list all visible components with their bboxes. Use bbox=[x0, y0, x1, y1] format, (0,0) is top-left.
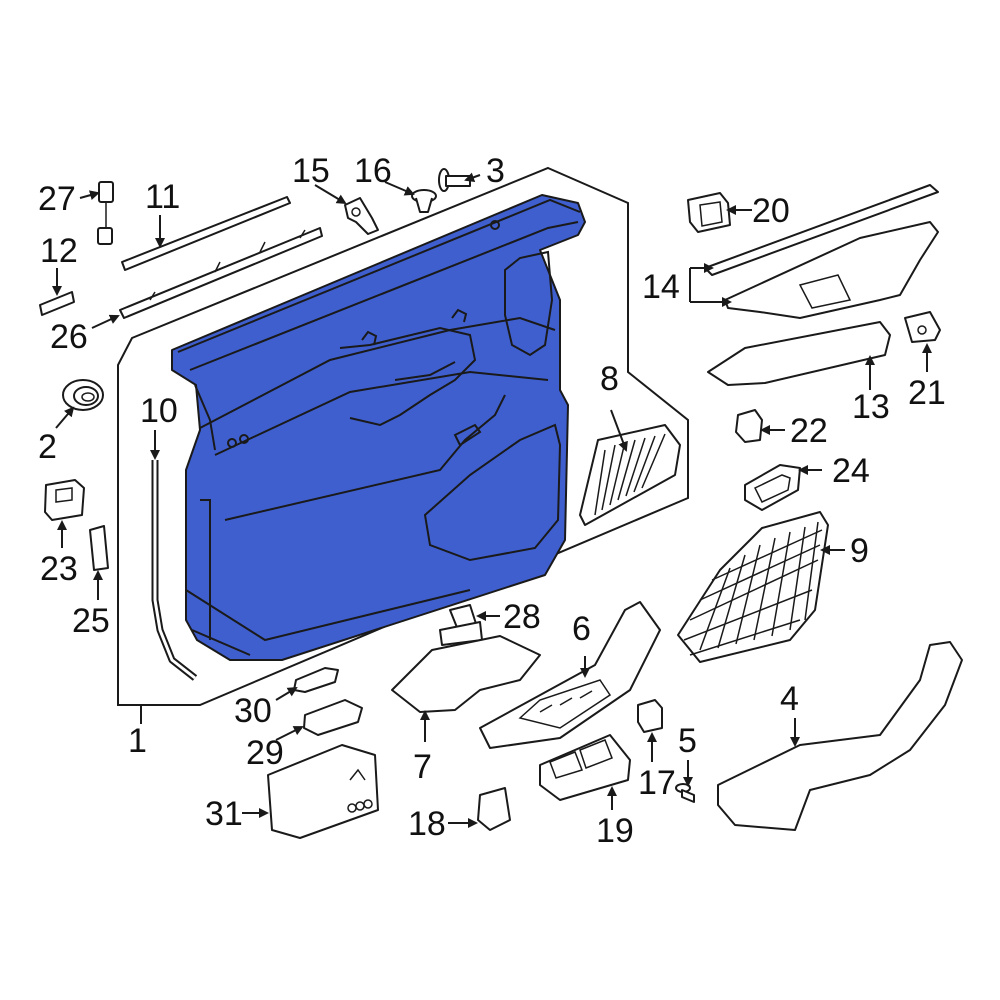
callout-29: 29 bbox=[246, 734, 284, 772]
callout-26: 26 bbox=[50, 318, 88, 356]
callout-15: 15 bbox=[292, 152, 330, 190]
callout-28: 28 bbox=[503, 598, 541, 636]
lamp-29[interactable] bbox=[303, 699, 363, 736]
armrest-upper-14[interactable] bbox=[704, 184, 939, 319]
bezel-24[interactable] bbox=[744, 464, 801, 511]
label-pad[interactable] bbox=[39, 291, 75, 316]
switch-18[interactable] bbox=[477, 787, 511, 831]
clip-28[interactable] bbox=[439, 604, 483, 646]
bracket-7[interactable] bbox=[391, 635, 541, 713]
window-switch-assembly[interactable] bbox=[539, 734, 631, 801]
control-module[interactable] bbox=[267, 744, 379, 839]
switch-17[interactable] bbox=[637, 699, 663, 733]
callout-1: 1 bbox=[128, 722, 147, 760]
callout-labels: 1 2 3 4 5 6 7 8 9 10 11 12 13 14 15 16 1… bbox=[38, 152, 946, 850]
armrest-13[interactable] bbox=[707, 321, 891, 386]
callout-25: 25 bbox=[72, 602, 110, 640]
cover-25[interactable] bbox=[89, 525, 109, 571]
callout-30: 30 bbox=[234, 692, 272, 730]
callout-10: 10 bbox=[140, 392, 178, 430]
callout-5: 5 bbox=[678, 722, 697, 760]
callout-6: 6 bbox=[572, 610, 591, 648]
switch-20[interactable] bbox=[687, 192, 731, 233]
callout-21: 21 bbox=[908, 374, 946, 412]
storage-net[interactable] bbox=[677, 511, 829, 663]
callout-31: 31 bbox=[205, 795, 243, 833]
switch-22[interactable] bbox=[735, 409, 763, 443]
trim-strip-26[interactable] bbox=[119, 227, 323, 319]
bracket-15[interactable] bbox=[344, 197, 379, 235]
callout-24: 24 bbox=[832, 452, 870, 490]
callout-4: 4 bbox=[780, 680, 799, 718]
callout-16: 16 bbox=[354, 152, 392, 190]
callout-2: 2 bbox=[38, 428, 57, 466]
callout-20: 20 bbox=[752, 192, 790, 230]
callout-3: 3 bbox=[486, 152, 505, 190]
door-trim-panel[interactable] bbox=[171, 194, 586, 661]
callout-17: 17 bbox=[638, 764, 676, 802]
pull-strap-4[interactable] bbox=[717, 641, 963, 831]
trim-strip-11[interactable] bbox=[121, 196, 291, 271]
callout-11: 11 bbox=[145, 178, 180, 216]
callout-22: 22 bbox=[790, 412, 828, 450]
callout-14: 14 bbox=[642, 268, 680, 306]
callout-19: 19 bbox=[596, 812, 634, 850]
wiring-connector[interactable] bbox=[97, 181, 114, 245]
switch-23[interactable] bbox=[44, 479, 85, 521]
callout-12: 12 bbox=[40, 232, 78, 270]
callout-7: 7 bbox=[413, 748, 432, 786]
leader-lines bbox=[52, 172, 932, 828]
callout-9: 9 bbox=[850, 532, 869, 570]
cover-30[interactable] bbox=[293, 667, 339, 693]
callout-13: 13 bbox=[852, 388, 890, 426]
screw-5[interactable] bbox=[675, 783, 695, 803]
callout-18: 18 bbox=[408, 805, 446, 843]
clip-16[interactable] bbox=[411, 189, 437, 213]
callout-23: 23 bbox=[40, 550, 78, 588]
clip-21[interactable] bbox=[904, 311, 941, 343]
handle-6[interactable] bbox=[479, 601, 661, 749]
callout-8: 8 bbox=[600, 360, 619, 398]
grommet[interactable] bbox=[62, 379, 104, 411]
speaker-grille[interactable] bbox=[579, 424, 681, 526]
callout-27: 27 bbox=[38, 180, 76, 218]
screw-3[interactable] bbox=[438, 168, 471, 192]
